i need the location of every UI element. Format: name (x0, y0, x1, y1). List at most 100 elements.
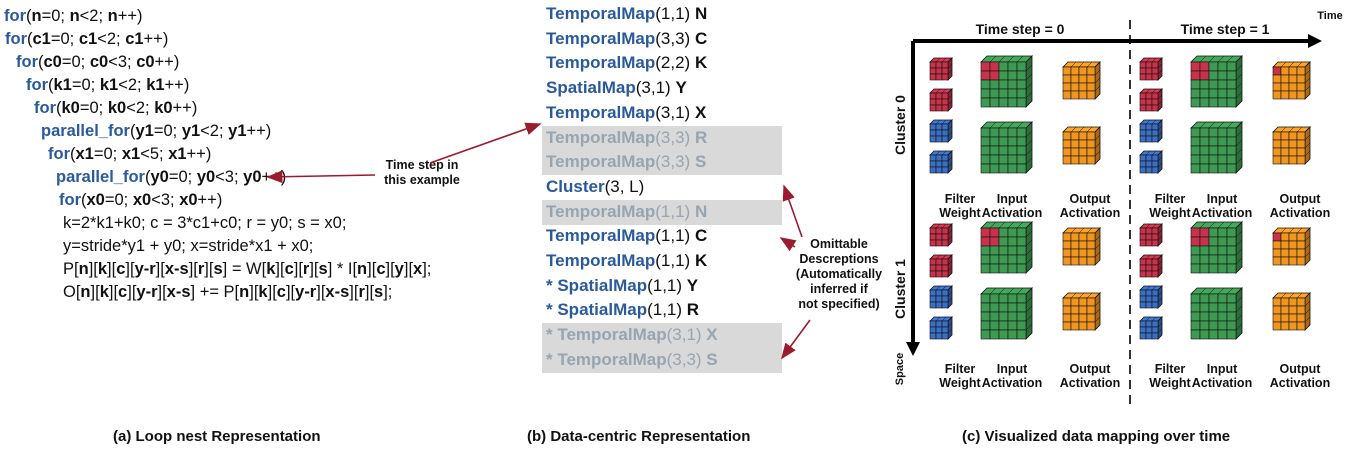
input-activation-cube (1190, 221, 1243, 274)
cube-grid-line (998, 287, 1006, 295)
cube-grid-line (1025, 64, 1033, 72)
loop-token: =0; (50, 30, 79, 48)
cube-grid-line (1208, 287, 1216, 295)
cube-cell (989, 97, 1000, 108)
loop-token: n (239, 283, 250, 301)
data-centric-line: * TemporalMap(3,3) S (546, 349, 782, 372)
cube-cell (941, 98, 949, 106)
cube-grid-line (1007, 121, 1015, 129)
input-activation-cube (1190, 121, 1243, 174)
cube-cell (1199, 320, 1210, 331)
data-centric-line: TemporalMap(3,1) X (546, 102, 782, 125)
cube-cell (1190, 227, 1201, 238)
cube-cell (1190, 329, 1201, 340)
cube-grid-line (941, 223, 947, 229)
cube-cell (1078, 248, 1088, 258)
cube-cell (1288, 256, 1298, 266)
cube-cell (1208, 302, 1219, 313)
cube-cell (941, 270, 949, 278)
cube-cell (989, 127, 1000, 138)
input-activation-cube-side (1235, 221, 1243, 274)
cube-cell (1272, 313, 1282, 323)
cube-grid-line (1157, 63, 1163, 69)
loop-token: r (358, 283, 365, 301)
time-step-0-label: Time step = 0 (975, 21, 1065, 37)
cube-grid-line (1235, 73, 1243, 81)
cube-cell (1199, 79, 1210, 90)
loop-token: ] += P[ (190, 283, 240, 301)
cube-cell (1078, 313, 1088, 323)
cube-cell (989, 263, 1000, 274)
cube-cell (998, 236, 1009, 247)
cube-cell (935, 227, 943, 235)
cube-cell (1288, 248, 1298, 258)
column-label: Input Activation (1191, 362, 1253, 390)
cube-cell (1078, 297, 1088, 307)
cube-cell (1139, 332, 1147, 340)
cube-cell (998, 163, 1009, 174)
loop-token: y0 (196, 168, 216, 186)
cube-grid-line (1235, 296, 1243, 304)
cube-grid-line (1235, 91, 1243, 99)
cube-grid-line (1304, 243, 1311, 250)
filter-weight-cube-side (947, 223, 953, 247)
cube-cell (1086, 82, 1096, 92)
loop-token: ++) (246, 122, 272, 140)
cube-cell (1272, 74, 1282, 84)
caption-a: (a) Loop nest Representation (113, 428, 321, 445)
cube-cell (1296, 232, 1306, 242)
cube-cell (1139, 160, 1147, 168)
cube-cell (935, 154, 943, 162)
cube-grid-line (1199, 121, 1207, 129)
loop-token: c0 (89, 53, 109, 71)
cube-cell (980, 245, 991, 256)
loop-token: <3; (108, 53, 137, 71)
cube-grid-line (1025, 73, 1033, 81)
cube-grid-line (1025, 148, 1033, 156)
filter-weight-cube-side (947, 316, 953, 340)
cube-grid-line (989, 287, 997, 295)
loop-line: y=stride*y1 + y0; x=stride*x1 + x0; (63, 235, 313, 258)
cube-cell (929, 289, 937, 297)
cube-grid-line (1288, 126, 1295, 133)
cube-cell (1226, 311, 1237, 322)
dc-args: (1,1) (655, 251, 695, 270)
cube-cell (1217, 163, 1228, 174)
cube-cell (1288, 240, 1298, 250)
filter-weight-cube (929, 254, 953, 278)
cube-grid-line (1235, 314, 1243, 322)
cube-cell (998, 293, 1009, 304)
loop-token: ][ (275, 260, 285, 278)
loop-token: ] * I[ (327, 260, 358, 278)
cube-cell (1145, 98, 1153, 106)
cube-cell (1145, 166, 1153, 174)
loop-token: r (197, 260, 205, 278)
cube-cell (1272, 66, 1282, 76)
cube-grid-line (1145, 150, 1151, 156)
cube-cell (935, 135, 943, 143)
cube-cell (1078, 147, 1088, 157)
input-activation-cube-top (1190, 121, 1243, 129)
output-activation-cube (1062, 61, 1101, 100)
loop-token: ][ (157, 283, 167, 301)
cube-grid-line (947, 131, 953, 137)
cube-grid-line (947, 291, 953, 297)
cube-grid-line (1025, 257, 1033, 265)
cube-cell (980, 263, 991, 274)
cube-cell (1208, 97, 1219, 108)
cube-cell (998, 227, 1009, 238)
cube-cell (1217, 136, 1228, 147)
dc-dim: R (686, 300, 700, 320)
cube-cell (1288, 82, 1298, 92)
cube-cell (1288, 321, 1298, 331)
cube-cell (1190, 163, 1201, 174)
filter-weight-cube (1139, 223, 1163, 247)
cube-cell (1062, 240, 1072, 250)
loop-token: ( (144, 168, 151, 186)
omittable-row-bg (542, 323, 782, 349)
cube-cell (1296, 74, 1306, 84)
cube-cell (998, 311, 1009, 322)
dc-fn: TemporalMap (546, 152, 656, 172)
arrow-to-x1-loop (266, 170, 376, 184)
cube-cell (1016, 88, 1027, 99)
